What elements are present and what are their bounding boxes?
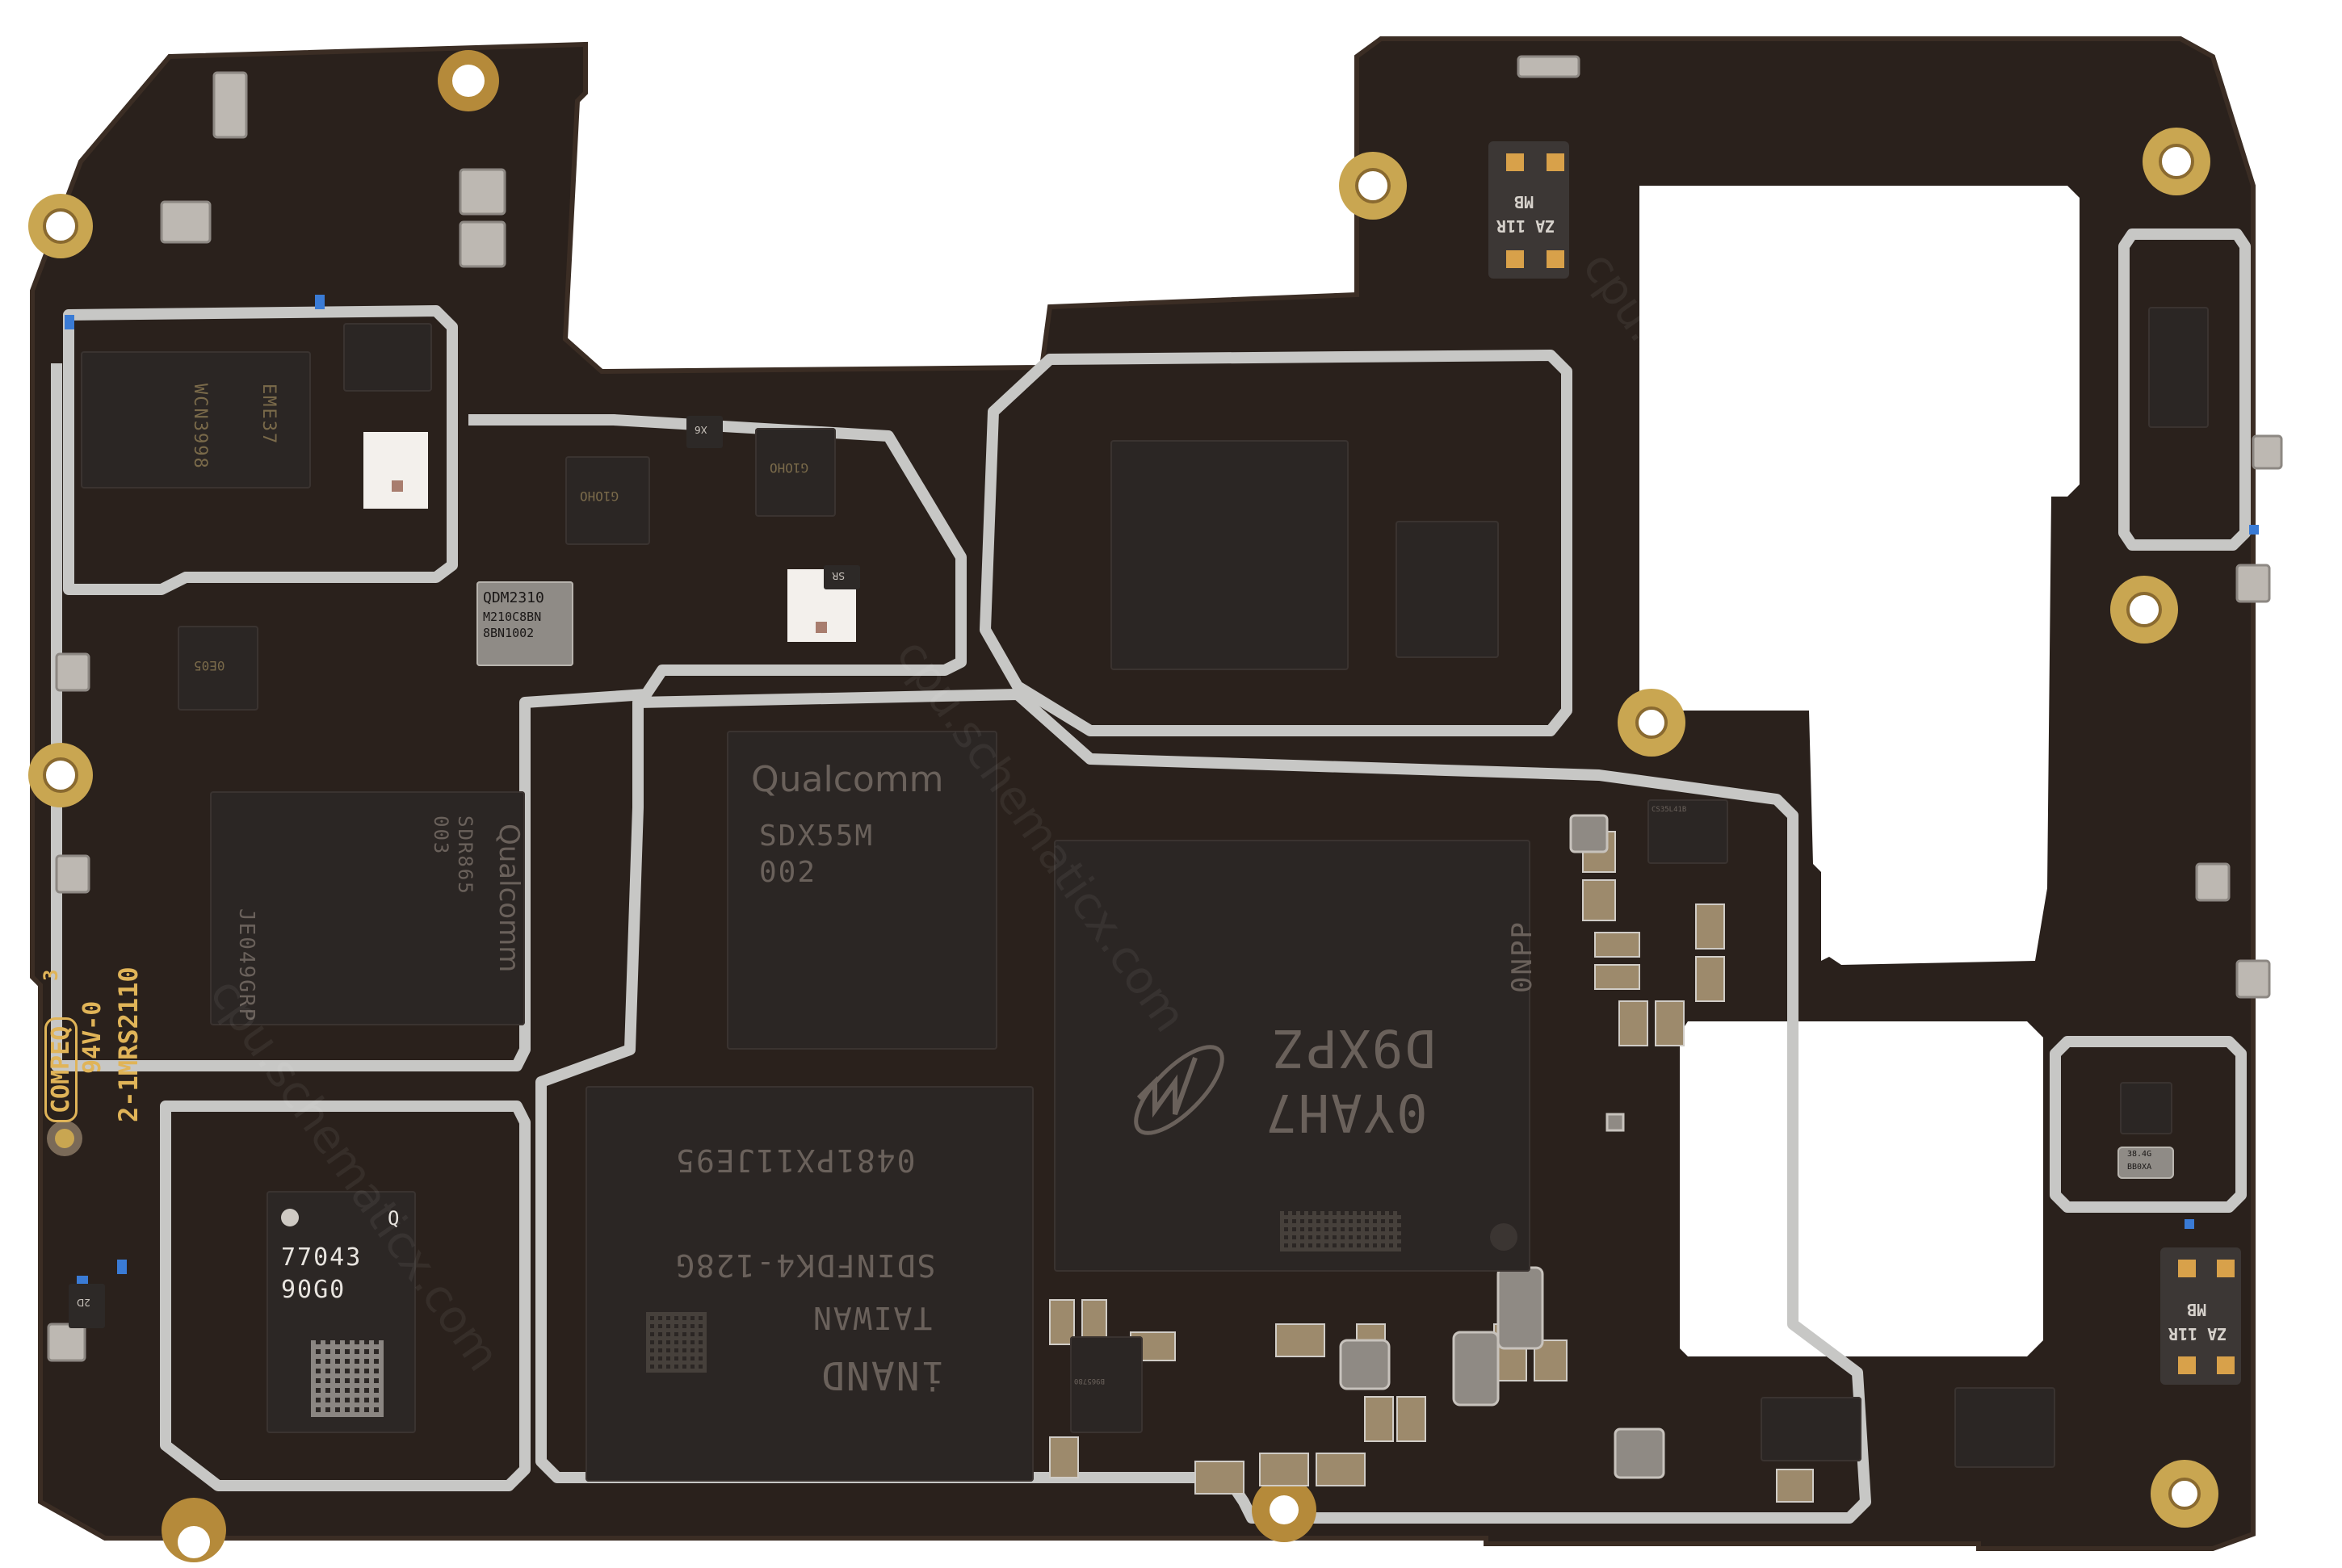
chip-sr-label: SR (832, 570, 845, 581)
silkscreen-block: COMPEQ 3 94V-0 2-1MRS2110 (40, 848, 149, 1122)
shield-top-center (980, 350, 1572, 736)
chip-rf-transceiver: Qualcomm SDR865 003 JE049GRP (210, 791, 525, 1025)
chip-codec: CS35L41B (1647, 799, 1728, 864)
chip-pa-line1: 77043 (281, 1243, 363, 1272)
chip-bottom-right (1954, 1387, 2055, 1468)
chip-bottom-ic-label: B965780 (1074, 1377, 1105, 1385)
chip-ram-lot: 0NPP (1506, 920, 1538, 993)
chip-x6: X6 (686, 416, 723, 448)
shield-right-small (2050, 1036, 2247, 1213)
chip-pa-line2: 90G0 (281, 1276, 346, 1304)
chip-pa-datamatrix (311, 1340, 384, 1417)
chip-right-shielded (2148, 307, 2209, 428)
chip-top-center (1110, 440, 1349, 670)
chip-storage-lot: 0481PX11JE95 (674, 1142, 916, 1178)
chip-wifi-line1: WCN3998 (190, 384, 210, 470)
chip-qdm-line1: QDM2310 (483, 589, 544, 606)
chip-crystal-driver (2120, 1082, 2172, 1134)
chip-x6-label: X6 (695, 424, 707, 435)
chip-modem-sdx55: Qualcomm SDX55M 002 (727, 731, 997, 1050)
cutout-large (1639, 186, 2080, 965)
cutout-lower (1680, 1021, 2043, 1356)
chip-qdm-line3: 8BN1002 (483, 626, 535, 640)
chip-rf-line1: SDR865 (454, 815, 476, 895)
chip-storage-origin: TAIWAN (812, 1300, 933, 1335)
chip-pmic-c: 0E05 (178, 626, 258, 711)
chip-storage-inand: 0481PX11JE95 SDINFDK4-128G TAIWAN iNAND (586, 1086, 1034, 1482)
chip-qdm-line2: M210C8BN (483, 610, 542, 624)
silkscreen-vendor: COMPEQ (44, 1017, 78, 1122)
shield-right (2118, 228, 2251, 551)
chip-rf-line2: 003 (430, 815, 452, 856)
chip-wifi: WCN3998 EME37 (81, 351, 311, 488)
connector-label-bottom-2: MB (2187, 1300, 2207, 1319)
chip-modem-line2: 002 (759, 856, 817, 889)
chip-storage-part: SDINFDK4-128G (674, 1247, 936, 1283)
chip-rf-brand: Qualcomm (493, 824, 525, 973)
crystal-line1: 38.4G (2127, 1150, 2152, 1159)
chip-qdm2310: QDM2310 M210C8BN 8BN1002 (476, 581, 573, 666)
silkscreen-rating: 94V-0 (78, 1000, 107, 1074)
chip-wifi-aux (343, 323, 432, 392)
connector-label-top-2: MB (1514, 192, 1534, 212)
pa-pin1-icon (281, 1209, 299, 1226)
connector-label-top-1: ZA 11R (1496, 216, 1555, 236)
shield-center (535, 689, 1871, 1524)
chip-pmic-c-line: 0E05 (194, 658, 225, 673)
chip-ram: D9XPZ 0YAH7 0NPP (1054, 840, 1538, 1272)
chip-pmic-b-line: G1OHO (770, 460, 809, 476)
chip-2d-label: 2D (77, 1297, 90, 1308)
chip-ram-line1: D9XPZ (1272, 1017, 1436, 1077)
chip-pmic-b: G1OHO (755, 428, 836, 517)
crystal-line2: BB0XA (2127, 1163, 2152, 1172)
chip-bottom-center (1761, 1397, 1861, 1461)
shield-left-mid (51, 363, 967, 1071)
chip-ram-datamatrix (1280, 1211, 1401, 1251)
silkscreen-layer: 3 (40, 969, 62, 981)
chip-storage-datamatrix (646, 1312, 707, 1373)
chip-modem-line1: SDX55M (759, 820, 875, 853)
chip-storage-brand: iNAND (820, 1352, 945, 1398)
chip-modem-brand: Qualcomm (751, 759, 944, 800)
chip-bottom-left-ic: B965780 (1070, 1336, 1143, 1433)
rf-module-white (363, 432, 428, 509)
za-connector-bottom (2160, 1247, 2241, 1385)
chip-2d: 2D (69, 1284, 105, 1328)
crystal-oscillator: 38.4G BB0XA (2117, 1147, 2174, 1179)
chip-ram-pin1-dot (1490, 1223, 1517, 1251)
chip-pmic-a-line: G1OHO (580, 488, 619, 504)
chip-pa-logo: Q (388, 1207, 401, 1230)
za-connector-top (1488, 141, 1569, 279)
micron-logo-icon (1134, 1045, 1224, 1135)
chip-sr: SR (824, 565, 860, 589)
shield-bottom-left (160, 1101, 531, 1491)
chip-pa-module: Q 77043 90G0 (267, 1191, 416, 1433)
connector-label-bottom-1: ZA 11R (2168, 1324, 2227, 1344)
chip-pmic-a: G1OHO (565, 456, 650, 545)
chip-wifi-line2: EME37 (258, 384, 279, 446)
silkscreen-code: 2-1MRS2110 (113, 966, 144, 1122)
chip-top-center-right (1396, 521, 1499, 658)
chip-codec-label: CS35L41B (1652, 806, 1687, 814)
mounting-holes (28, 50, 2218, 1562)
shield-top-left (63, 305, 458, 595)
chip-ram-line2: 0YAH7 (1264, 1082, 1428, 1142)
